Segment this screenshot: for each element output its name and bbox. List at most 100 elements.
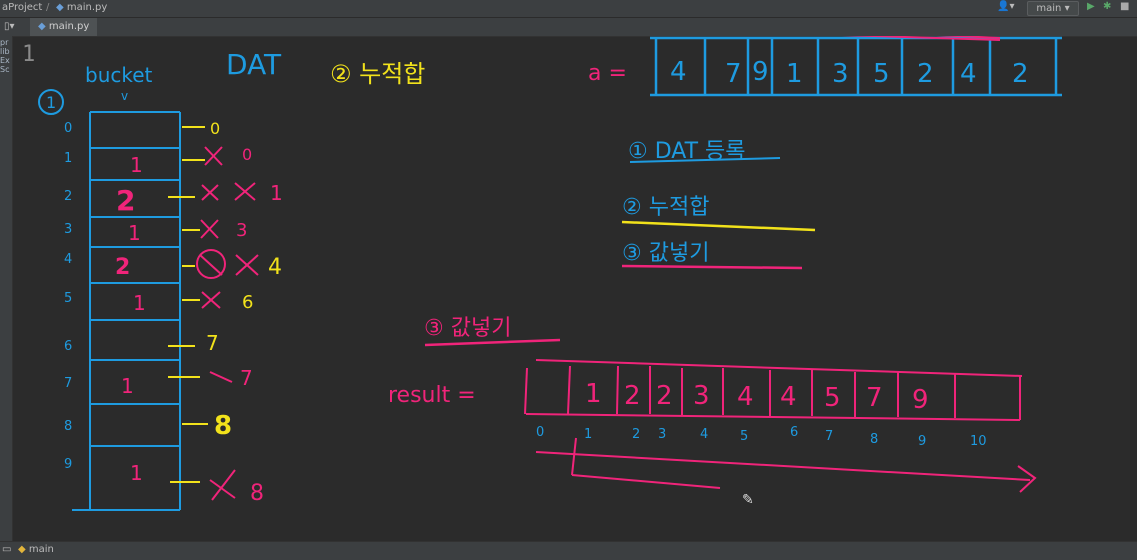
editor-tabs: ▯▾ ◆ main.py <box>0 18 1137 37</box>
cumulative-sum-heading: ② 누적합 <box>330 60 425 88</box>
array-label: a = <box>588 61 627 86</box>
bucket-index: 1 <box>64 151 72 166</box>
step-item: ③ 값넣기 <box>622 241 709 266</box>
array-a-values: 4 7 9 1 3 5 2 4 2 <box>670 57 1029 89</box>
cumulative-value: 7 <box>240 366 253 390</box>
array-cell: 3 <box>832 59 849 89</box>
step3-underline <box>424 338 561 347</box>
tree-item[interactable]: lib <box>0 47 10 56</box>
bucket-count: 1 <box>130 153 143 177</box>
array-cell: 1 <box>786 59 803 89</box>
steps-list: ① DAT 등록 ② 누적합 ③ 값넣기 <box>621 139 816 270</box>
bucket-table <box>72 111 181 511</box>
bucket-label: bucket <box>85 63 153 87</box>
bucket-index: 9 <box>64 457 72 472</box>
result-cell: 7 <box>866 383 883 413</box>
python-file-icon: ◆ <box>56 2 64 13</box>
result-cell: 5 <box>824 383 841 413</box>
bucket-count: 2 <box>115 255 130 280</box>
layout-icon[interactable]: ▭ <box>2 544 12 555</box>
cumulative-value: 3 <box>236 220 247 241</box>
project-panel-toggle[interactable]: ▯▾ <box>4 21 15 32</box>
array-cell: 5 <box>873 59 890 89</box>
project-breadcrumb[interactable]: aProject <box>2 2 43 13</box>
tree-item[interactable]: pr <box>0 38 9 47</box>
bucket-count: 1 <box>130 461 143 485</box>
bucket-index: 6 <box>64 339 72 354</box>
bucket-count: 1 <box>128 221 141 245</box>
cumulative-list: 0 0 1 3 4 6 7 7 8 8 <box>206 119 283 506</box>
tab-main-py[interactable]: ◆ main.py <box>30 18 98 36</box>
array-cell: 2 <box>1012 59 1029 89</box>
run-tab[interactable]: ◆ main <box>18 544 54 555</box>
bucket-mark: v <box>121 89 128 103</box>
result-label: result = <box>388 383 476 408</box>
result-scan-arrow <box>535 437 1037 493</box>
cumulative-value: 1 <box>270 181 283 205</box>
bucket-count: 1 <box>121 374 134 398</box>
run-icon[interactable]: ▶ <box>1087 1 1095 12</box>
array-cell: 4 <box>960 59 977 89</box>
result-cell: 9 <box>912 385 929 415</box>
cumulative-value: 4 <box>268 255 282 280</box>
result-index: 5 <box>740 429 748 444</box>
tree-item[interactable]: Ex <box>0 56 10 65</box>
result-cell: 2 <box>624 381 641 411</box>
cumulative-value: 0 <box>242 145 252 164</box>
result-index: 8 <box>870 432 878 447</box>
result-index: 0 <box>536 425 544 440</box>
result-cell: 1 <box>585 379 602 409</box>
array-cell: 2 <box>917 59 934 89</box>
result-index-list: 0 1 2 3 4 5 6 7 8 9 10 <box>536 425 987 449</box>
pen-cursor-icon: ✎ <box>742 492 754 508</box>
cumulative-value: 6 <box>242 292 253 313</box>
bucket-index: 2 <box>64 189 72 204</box>
result-cell: 4 <box>780 382 797 412</box>
status-bar: ▭ ◆ main <box>0 541 1137 560</box>
bucket-index: 7 <box>64 376 72 391</box>
stop-icon[interactable]: ■ <box>1120 1 1130 12</box>
bucket-index: 3 <box>64 222 72 237</box>
file-breadcrumb[interactable]: ◆ main.py <box>56 2 107 13</box>
project-tool-window[interactable]: pr lib Ex Sc <box>0 36 13 541</box>
result-index: 10 <box>970 434 987 449</box>
debug-icon[interactable]: ✱ <box>1103 1 1112 12</box>
array-cell: 4 <box>670 57 687 87</box>
result-array <box>524 359 1023 421</box>
line-number: 1 <box>22 42 36 67</box>
title-bar: aProject / ◆ main.py 👤▾ main ▾ ▶ ✱ ■ <box>0 0 1137 18</box>
bucket-ticks <box>168 126 208 483</box>
bucket-index: 4 <box>64 252 72 267</box>
result-cell: 4 <box>737 382 754 412</box>
array-a <box>650 36 1062 97</box>
result-index: 1 <box>584 427 592 442</box>
python-run-icon: ◆ <box>18 544 26 555</box>
bucket-count: 1 <box>133 291 146 315</box>
run-tab-label: main <box>28 544 54 555</box>
result-index: 7 <box>825 429 833 444</box>
user-icon[interactable]: 👤▾ <box>997 1 1015 12</box>
whiteboard-canvas: bucket DAT v 1 0 1 2 3 4 5 6 7 8 9 1 2 1… <box>38 36 1062 511</box>
tab-label: main.py <box>48 21 90 32</box>
cumulative-value: 8 <box>250 481 264 506</box>
result-index: 6 <box>790 425 798 440</box>
step-circle <box>38 89 64 115</box>
breadcrumb-separator: / <box>46 2 50 13</box>
result-cell: 2 <box>656 381 673 411</box>
file-breadcrumb-label: main.py <box>66 2 108 13</box>
step-item: ② 누적합 <box>622 195 709 220</box>
run-config-label: main <box>1036 3 1062 14</box>
bucket-index: 8 <box>64 419 72 434</box>
bucket-index: 0 <box>64 121 72 136</box>
crossed-out-marks <box>196 146 259 501</box>
tree-item[interactable]: Sc <box>0 65 10 74</box>
result-index: 3 <box>658 427 666 442</box>
run-config-select[interactable]: main ▾ <box>1027 1 1079 16</box>
cumulative-value: 7 <box>206 331 219 355</box>
step-circle-number: 1 <box>46 93 56 112</box>
result-values: 1 2 2 3 4 4 5 7 9 <box>585 379 929 415</box>
bucket-count: 2 <box>116 184 135 217</box>
bucket-count-list: 1 2 1 2 1 1 1 <box>115 153 146 485</box>
python-file-icon: ◆ <box>38 21 46 32</box>
array-scan-arrows <box>841 36 1001 41</box>
